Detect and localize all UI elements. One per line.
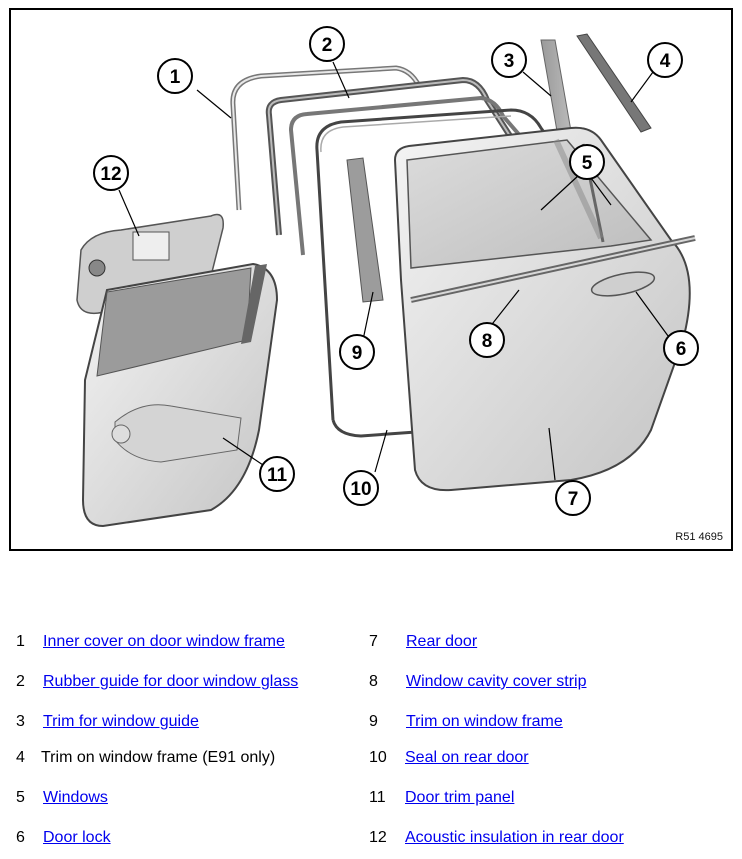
legend-number: 5: [16, 789, 25, 806]
svg-text:5: 5: [582, 153, 593, 174]
svg-text:9: 9: [352, 343, 363, 364]
svg-text:3: 3: [504, 51, 515, 72]
svg-text:8: 8: [482, 331, 493, 352]
callout-1: 1: [157, 58, 193, 94]
exploded-diagram: 1 2 3 4 5 6 7 8 9 10 11 12 R51 4695: [9, 8, 733, 551]
legend-number: 12: [369, 829, 387, 846]
legend-link[interactable]: Rear door: [406, 633, 478, 650]
svg-text:1: 1: [170, 67, 181, 88]
legend-item-10: 10 Seal on rear door: [369, 749, 725, 767]
legend-link[interactable]: Trim for window guide: [43, 713, 199, 730]
callout-6: 6: [663, 330, 699, 366]
legend-number: 1: [16, 633, 25, 650]
legend-link[interactable]: Door lock: [43, 829, 111, 846]
legend-link[interactable]: Windows: [43, 789, 108, 806]
legend-number: 2: [16, 673, 25, 690]
legend-item-4: 4 Trim on window frame (E91 only): [16, 749, 361, 767]
svg-text:2: 2: [322, 35, 333, 56]
legend-item-1: 1 Inner cover on door window frame: [16, 633, 363, 651]
legend-number: 7: [369, 633, 378, 650]
legend-number: 9: [369, 713, 378, 730]
legend-item-2: 2 Rubber guide for door window glass: [16, 673, 363, 691]
legend-item-11: 11 Door trim panel: [369, 789, 725, 807]
legend-link[interactable]: Seal on rear door: [405, 749, 529, 766]
legend-item-8: 8 Window cavity cover strip: [369, 673, 726, 691]
legend-link[interactable]: Trim on window frame: [406, 713, 563, 730]
legend-number: 4: [16, 749, 25, 766]
legend-item-9: 9 Trim on window frame: [369, 713, 726, 731]
trim-window-frame-e91: [576, 33, 652, 133]
figure-code: R51 4695: [675, 531, 723, 543]
callout-7: 7: [555, 480, 591, 516]
callout-4: 4: [647, 42, 683, 78]
svg-text:12: 12: [100, 164, 121, 185]
legend-number: 11: [369, 789, 386, 806]
leader-lines: [118, 61, 672, 481]
rear-door-seal: [315, 108, 573, 421]
callout-5: 5: [569, 144, 605, 180]
legend-item-5: 5 Windows: [16, 789, 363, 807]
legend-link[interactable]: Door trim panel: [405, 789, 515, 806]
legend-number: 10: [369, 749, 387, 766]
svg-text:4: 4: [660, 51, 671, 72]
callout-12: 12: [93, 155, 129, 191]
diagram-drawing: 1 2 3 4 5 6 7 8 9 10 11 12: [76, 26, 699, 528]
callout-circles: 1 2 3 4 5 6 7 8 9 10 11 12: [93, 26, 699, 516]
legend-link[interactable]: Rubber guide for door window glass: [43, 673, 299, 690]
svg-text:10: 10: [350, 479, 371, 500]
legend-link[interactable]: Acoustic insulation in rear door: [405, 829, 624, 846]
callout-9: 9: [339, 334, 375, 370]
svg-text:11: 11: [267, 465, 288, 486]
legend-item-6: 6 Door lock: [16, 829, 363, 847]
callout-8: 8: [469, 322, 505, 358]
legend-number: 3: [16, 713, 25, 730]
callout-10: 10: [343, 470, 379, 506]
trim-window-frame: [346, 157, 384, 303]
legend-item-3: 3 Trim for window guide: [16, 713, 363, 731]
callout-3: 3: [491, 42, 527, 78]
door-lock-handle: [590, 271, 656, 297]
svg-text:7: 7: [568, 489, 579, 510]
callout-2: 2: [309, 26, 345, 62]
svg-text:6: 6: [676, 339, 687, 360]
callout-11: 11: [259, 456, 295, 492]
legend-item-12: 12 Acoustic insulation in rear door: [369, 829, 725, 847]
legend-number: 8: [369, 673, 378, 690]
legend-link[interactable]: Inner cover on door window frame: [43, 633, 285, 650]
legend-link[interactable]: Window cavity cover strip: [406, 673, 587, 690]
legend-label: Trim on window frame (E91 only): [41, 749, 276, 766]
legend-number: 6: [16, 829, 25, 846]
legend-item-7: 7 Rear door: [369, 633, 726, 651]
